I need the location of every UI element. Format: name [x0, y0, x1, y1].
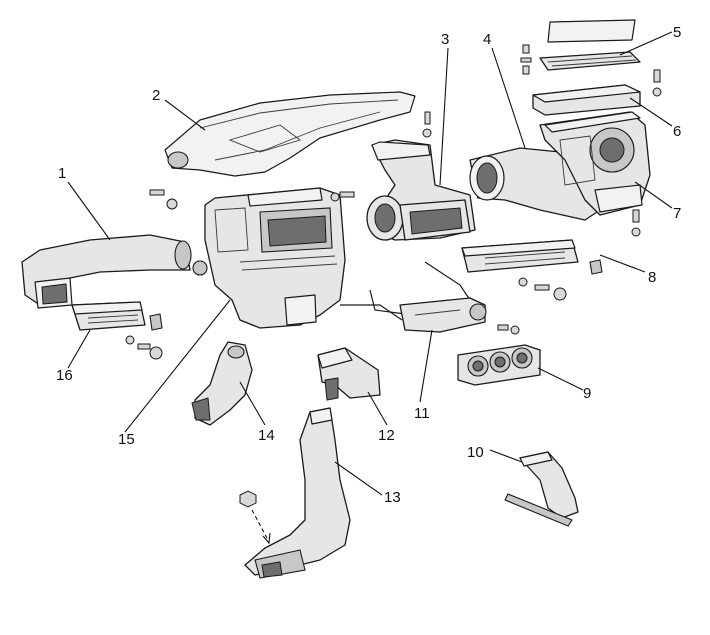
screw-icon [518, 277, 567, 301]
callout-5: 5 [673, 24, 681, 41]
screw-icon [652, 69, 662, 97]
part-11-control-cables [340, 261, 487, 333]
callout-2: 2 [152, 87, 160, 104]
part-16-left-vent [71, 301, 163, 331]
leader-1 [67, 181, 111, 241]
part-6-pollen-filter [532, 84, 641, 116]
callout-labels: 1 2 3 4 5 6 7 8 9 10 11 12 13 14 15 16 [56, 24, 681, 506]
leader-4 [491, 47, 526, 149]
part-9-control-panel [457, 344, 541, 386]
leader-7 [634, 181, 673, 209]
callout-13: 13 [384, 489, 401, 506]
part-10-trim-strip [504, 451, 579, 527]
callout-6: 6 [673, 123, 681, 140]
part-3-centre-duct [366, 139, 476, 241]
leader-12 [367, 391, 388, 426]
part-5-filter-cover [539, 19, 641, 71]
callout-3: 3 [441, 31, 449, 48]
part-4-blower-housing [469, 111, 651, 221]
part-14-footwell-duct [191, 341, 253, 426]
callout-12: 12 [378, 427, 395, 444]
callout-7: 7 [673, 205, 681, 222]
leader-16 [67, 329, 91, 369]
leader-9 [537, 367, 584, 391]
callout-1: 1 [58, 165, 66, 182]
leader-13 [334, 461, 383, 496]
screw-icon [330, 191, 355, 202]
leader-14 [239, 381, 266, 426]
part-12-duct-elbow [317, 347, 381, 401]
callout-10: 10 [467, 444, 484, 461]
screw-icon [422, 111, 432, 138]
leader-10 [489, 449, 523, 463]
leader-2 [164, 99, 206, 131]
part-8-side-vent [461, 239, 603, 275]
part-15-heater-housing [192, 187, 346, 329]
part-1-left-duct [21, 234, 192, 309]
screw-icon [631, 209, 641, 237]
callout-9: 9 [583, 385, 591, 402]
part-13-rear-duct [244, 407, 351, 579]
leader-8 [599, 254, 646, 273]
leader-15 [124, 299, 231, 433]
screw-icon [125, 335, 163, 360]
leader-5 [619, 31, 673, 56]
fasteners [125, 44, 662, 545]
leader-6 [629, 97, 673, 127]
callout-11: 11 [414, 405, 430, 422]
callout-14: 14 [258, 427, 275, 444]
screw-icon [149, 189, 178, 210]
nut-icon [239, 490, 271, 545]
part-2-demister-duct [164, 91, 416, 177]
callout-16: 16 [56, 367, 73, 384]
callout-8: 8 [648, 269, 656, 286]
leader-11 [419, 329, 433, 403]
leader-lines [67, 31, 673, 496]
callout-4: 4 [483, 31, 491, 48]
callout-15: 15 [118, 431, 135, 448]
leader-3 [439, 47, 449, 186]
screw-icon [520, 44, 532, 75]
screw-icon [497, 324, 520, 335]
